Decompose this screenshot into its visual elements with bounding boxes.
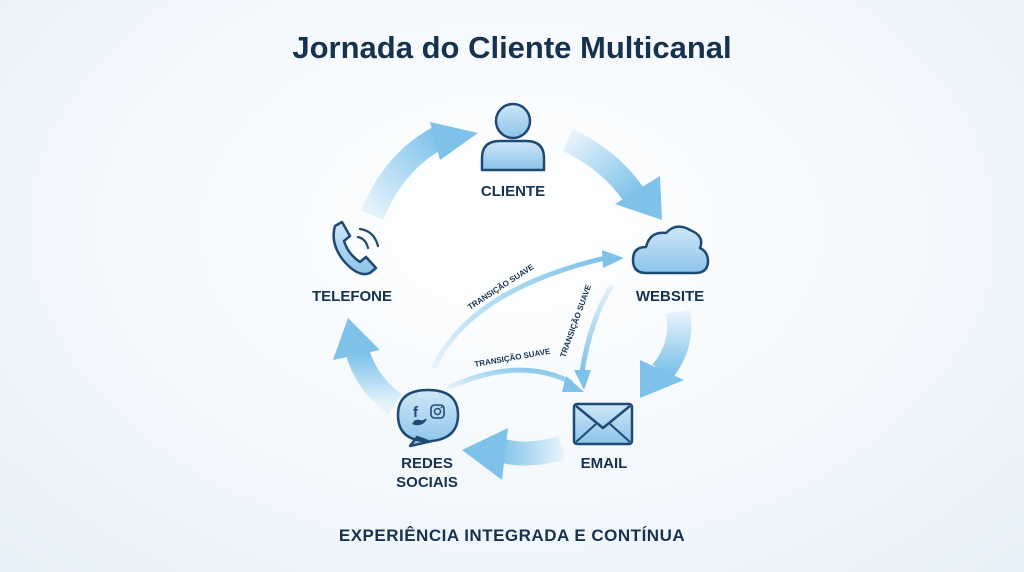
node-label-cliente: CLIENTE xyxy=(480,183,546,200)
node-label-email: EMAIL xyxy=(580,455,628,472)
arrow-website-to-email xyxy=(640,309,692,398)
node-label-redes-sociais: REDES SOCIAIS xyxy=(377,454,477,492)
page-title: Jornada do Cliente Multicanal xyxy=(292,30,732,65)
transition-arrow-redes-to-website xyxy=(431,250,624,370)
arrow-email-to-redes xyxy=(462,428,566,480)
phone-icon xyxy=(332,220,380,276)
node-label-redes-line2: SOCIAIS xyxy=(396,474,458,491)
transition-arrow-website-to-email xyxy=(574,283,615,390)
svg-text:f: f xyxy=(413,404,419,421)
social-chat-bubble-icon: f xyxy=(396,388,460,448)
transition-arrow-redes-to-email xyxy=(446,367,584,392)
arrow-cliente-to-website xyxy=(562,129,662,220)
node-label-website: WEBSITE xyxy=(635,288,705,305)
arrow-redes-to-telefone xyxy=(333,318,403,414)
cloud-icon xyxy=(631,225,710,275)
arrow-telefone-to-cliente xyxy=(360,122,478,220)
node-label-telefone: TELEFONE xyxy=(311,288,392,305)
footer-tagline: EXPERIÊNCIA INTEGRADA E CONTÍNUA xyxy=(338,526,686,545)
person-icon xyxy=(480,102,546,172)
node-label-redes-line1: REDES xyxy=(401,455,453,472)
envelope-icon xyxy=(572,402,634,446)
transition-label-redes-email: TRANSIÇÃO SUAVE xyxy=(474,347,552,369)
